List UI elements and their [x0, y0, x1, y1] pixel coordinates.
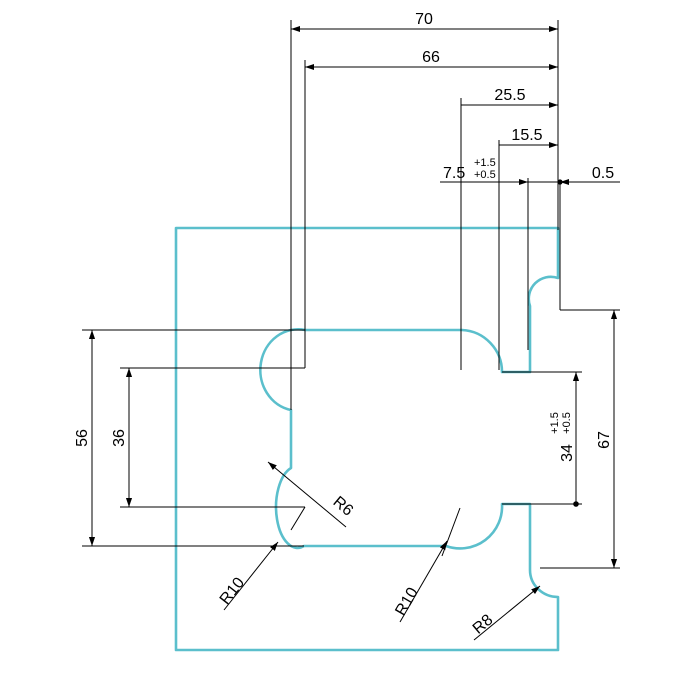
label-r8: R8 — [470, 611, 497, 637]
extension-lines — [82, 20, 620, 569]
label-r10-left: R10 — [217, 574, 249, 608]
label-r6: R6 — [330, 493, 357, 519]
label-67: 67 — [596, 431, 613, 449]
dimension-lines — [88, 25, 620, 641]
dim-point-0-5 — [557, 179, 563, 185]
leader-r10-mid — [399, 540, 448, 623]
label-56: 56 — [74, 429, 91, 447]
leader-r10-left — [223, 541, 279, 611]
label-34: 34 — [559, 444, 576, 462]
part-outline — [174, 226, 560, 652]
tol-7-5-lower: +0.5 — [474, 169, 496, 181]
label-15-5: 15.5 — [511, 127, 542, 144]
label-0-5: 0.5 — [592, 165, 614, 182]
leader-r8 — [473, 585, 541, 641]
label-25-5: 25.5 — [494, 87, 525, 104]
label-36: 36 — [111, 429, 128, 447]
label-r10-mid: R10 — [392, 585, 421, 619]
outer-contour — [174, 226, 560, 652]
leader-r6 — [267, 461, 347, 528]
dim-point-34 — [573, 501, 579, 507]
tol-7-5-upper: +1.5 — [474, 157, 496, 169]
label-7-5: 7.5 — [443, 165, 465, 182]
tol-34-upper: +1.5 — [549, 412, 561, 434]
label-66: 66 — [422, 49, 440, 66]
tol-34-lower: +0.5 — [561, 412, 573, 434]
label-70: 70 — [415, 11, 433, 28]
